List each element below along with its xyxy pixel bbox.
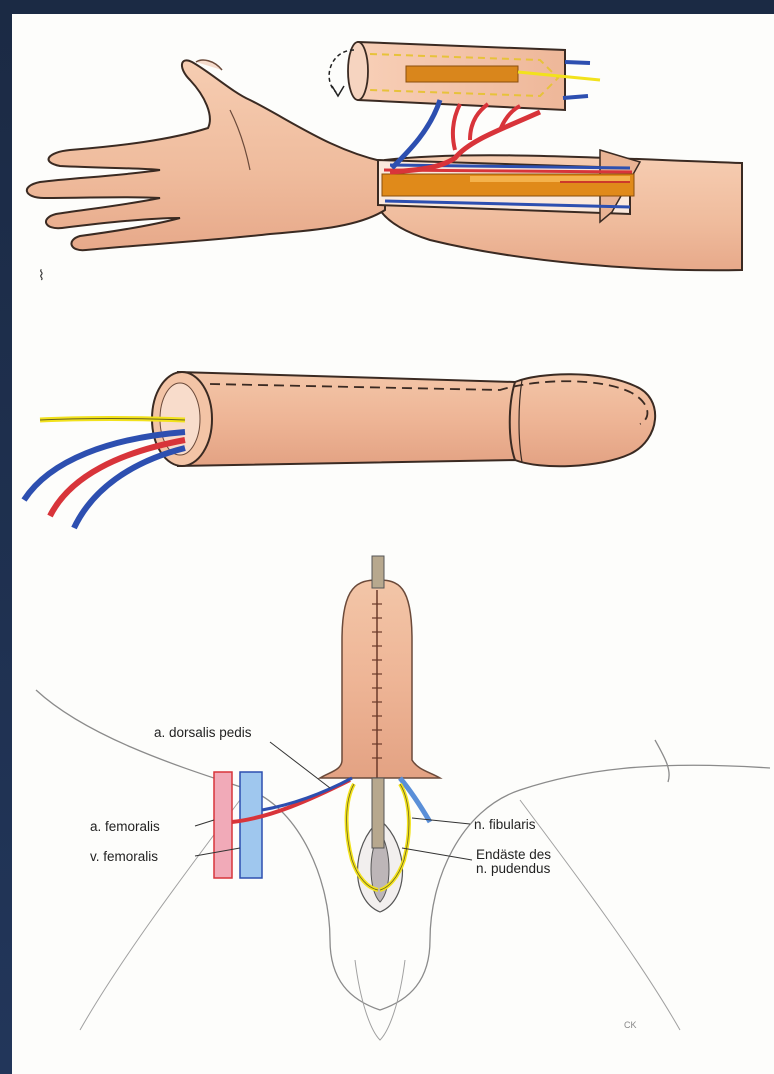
page-mark: ⌇ xyxy=(38,268,45,284)
femoral-vein xyxy=(240,772,262,878)
femoral-artery xyxy=(214,772,232,878)
label-endaeste-line1: Endäste des xyxy=(476,848,551,862)
implant-panel xyxy=(36,556,770,1040)
label-v-femoralis: v. femoralis xyxy=(90,850,158,864)
leader-endaeste xyxy=(402,848,472,860)
implanted-neophallus xyxy=(320,580,440,778)
leader-n-fibularis xyxy=(412,818,470,824)
flap-tendon xyxy=(406,66,518,82)
label-a-femoralis: a. femoralis xyxy=(90,820,160,834)
label-endaeste-line2: n. pudendus xyxy=(476,862,550,876)
label-n-fibularis: n. fibularis xyxy=(474,818,536,832)
neophallus-panel xyxy=(24,372,655,528)
leader-a-femoralis xyxy=(195,820,214,826)
leader-a-dorsalis-pedis xyxy=(270,742,330,788)
label-a-dorsalis-pedis: a. dorsalis pedis xyxy=(154,726,252,740)
neophallus-shaft xyxy=(178,372,655,466)
forearm-flap-panel xyxy=(27,42,742,270)
artist-signature: CK xyxy=(624,1018,637,1032)
hand xyxy=(27,60,385,250)
urethral-catheter xyxy=(372,556,384,588)
